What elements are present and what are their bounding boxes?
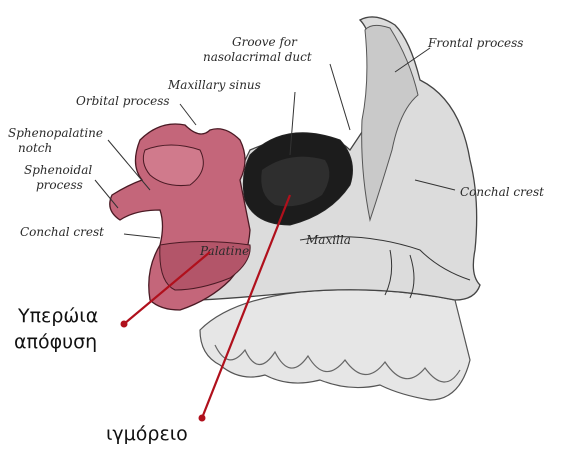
bone-drawing — [110, 17, 480, 400]
label-orbital-process: Orbital process — [76, 94, 170, 108]
greek-labels: Υπερώια απόφυση ιγμόρειο — [14, 305, 188, 445]
label-conchal-crest-right: Conchal crest — [460, 185, 544, 199]
label-groove-line2: nasolacrimal duct — [203, 50, 312, 64]
palatine-process-dot — [121, 321, 128, 328]
label-frontal-process: Frontal process — [427, 36, 523, 50]
label-sphenoidal-line1: Sphenoidal — [24, 163, 92, 177]
annotation-palatine-process-line1: Υπερώια — [17, 305, 98, 327]
label-conchal-crest-left: Conchal crest — [20, 225, 104, 239]
label-sphenoidal-line2: process — [36, 178, 83, 192]
label-maxilla: Maxilla — [305, 233, 351, 247]
label-sphenopalatine-line1: Sphenopalatine — [8, 126, 103, 140]
annotation-palatine-process-line2: απόφυση — [14, 331, 97, 353]
label-sphenopalatine-line2: notch — [18, 141, 52, 155]
sinus-dot — [199, 415, 206, 422]
annotation-sinus: ιγμόρειο — [106, 423, 188, 445]
label-groove-line1: Groove for — [232, 35, 298, 49]
label-maxillary-sinus: Maxillary sinus — [167, 78, 261, 92]
